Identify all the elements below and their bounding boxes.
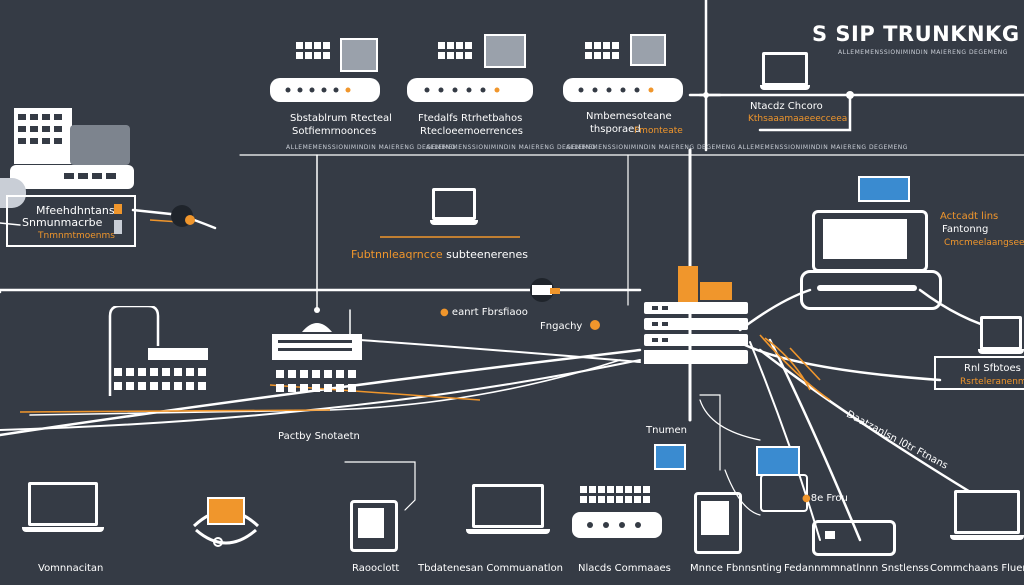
rnl-label-box	[934, 356, 1024, 390]
switch-icon	[624, 302, 748, 366]
top2-label-line2: Rtecloeemoerrences	[420, 126, 523, 137]
act-label-orange-text: Actcadt lins	[940, 211, 999, 222]
camera-icon	[70, 125, 130, 165]
fngachy-label: Fngachy	[540, 321, 583, 332]
tnumen-label: Tnumen	[646, 425, 688, 436]
fax-icon	[756, 446, 800, 476]
left1-label-line1: Mfeehdhntans	[36, 204, 115, 217]
tablet-icon	[694, 492, 742, 554]
act-label-line2: Fantonng	[942, 224, 989, 235]
left1-label-orange: Tnmnmtmoenms	[38, 231, 115, 241]
switch-panel	[700, 282, 732, 300]
dfrou-label: ●8e Frou	[802, 492, 848, 505]
top1-tiny: ALLEMEMENSSIONIMINDIN MAIERENG DEGEMENG	[286, 144, 456, 151]
phone-icon	[630, 34, 666, 66]
mid-label-orange: Fubtnnleaqrncce subteenerenes	[351, 248, 528, 261]
act-label-line1: Actcadt lins	[940, 210, 998, 223]
top3-label-line2: thsporaed	[590, 124, 641, 135]
phone-icon	[112, 200, 126, 238]
headset-icon	[168, 202, 196, 230]
phone-icon	[484, 34, 526, 68]
title-subtext: ALLEMEMENSSIONIMINDIN MAIERENG DEGEMENG	[838, 49, 1008, 56]
building-icon	[272, 310, 368, 406]
mid-label-white-text: subteenerenes	[446, 248, 528, 261]
printer-base	[800, 270, 942, 310]
phone-icon	[186, 486, 266, 552]
tablet-icon	[350, 500, 398, 552]
printer-icon	[812, 210, 928, 272]
router-icon	[522, 276, 562, 304]
bottom-label-3: Tbdatenesan Commuanatlon	[418, 563, 564, 574]
act-label-orange: Cmcmeelaangsee	[944, 238, 1024, 248]
fax-tray-icon	[760, 474, 808, 512]
router-icon	[563, 78, 683, 102]
top1-label-line2: Sotfiemrnoonces	[292, 126, 377, 137]
diagram-title: S SIP TRUNKNKG	[812, 22, 1020, 46]
server-rack-icon	[296, 40, 344, 68]
bottom-label-7: Commchaans Fluens	[930, 563, 1024, 574]
server-rack-icon	[585, 40, 633, 68]
laptop-icon	[430, 188, 478, 228]
switch-antenna	[678, 266, 698, 306]
bottom-label-5: Mnnce Fbnnsnting	[690, 563, 782, 574]
monitor-icon	[654, 444, 686, 470]
top1-label-line1: Sbstablrum Rtecteal	[290, 113, 392, 124]
bottom-label-2: Raooclott	[352, 563, 400, 574]
rnl-label-orange: Rsrteleranenmes	[960, 377, 1024, 387]
bottom-label-4: Nlacds Commaaes	[578, 563, 671, 574]
cent-label-text: eanrt Fbrsfiaoo	[451, 307, 528, 318]
cent-dot: ●	[440, 307, 449, 318]
fax-icon	[858, 176, 910, 202]
nc-tiny: ALLEMEMENSSIONIMINDIN MAIERENG DEGEMENG	[738, 144, 908, 151]
top2-label-line1: Ftedalfs Rtrhetbahos	[418, 113, 523, 124]
laptop-icon	[760, 52, 810, 94]
router-icon	[270, 78, 380, 102]
dfrou-text: 8e Frou	[810, 493, 848, 504]
router-icon	[572, 512, 662, 538]
bottom-label-6: Fedannmmnatlnnn Snstlenss	[784, 563, 929, 574]
pactly-label: Pactby Snotaetn	[278, 431, 360, 442]
bottom-label-1: Vomnnacitan	[38, 563, 104, 574]
laptop-icon	[22, 482, 104, 532]
nc-label-line1: Ntacdz Chcoro	[750, 101, 823, 112]
dfrou-dot: ●	[802, 493, 811, 504]
top3-tiny: ALLEMEMENSSIONIMINDIN MAIERENG DEGEMENG	[566, 144, 736, 151]
laptop-icon	[466, 484, 550, 534]
status-dot-icon	[590, 320, 600, 330]
laptop-icon	[978, 316, 1024, 356]
phone-icon	[0, 178, 26, 208]
cent-label: ● eanrt Fbrsfiaoo	[440, 306, 528, 319]
switch-icon	[812, 520, 896, 556]
left1-label-line2: Snmunmacrbe	[22, 216, 103, 229]
server-rack-icon	[438, 40, 486, 68]
left-label-box	[6, 195, 136, 247]
switch-icon	[10, 165, 134, 189]
phone-icon	[340, 38, 378, 72]
building-icon	[108, 304, 212, 406]
rnl-label: Rnl Sfbtoes	[964, 363, 1021, 374]
mid-label-orange-text: Fubtnnleaqrncce	[351, 248, 443, 261]
top3-label-orange: Fmonteate	[634, 126, 683, 136]
nc-label-line2: Kthsaaamaaeeecceea	[748, 114, 848, 124]
server-rack-icon	[578, 484, 658, 506]
router-icon	[407, 78, 533, 102]
top3-label-line1: Nmbemesoteane	[586, 111, 672, 122]
laptop-icon	[950, 490, 1024, 540]
top2-tiny: ALLEMEMENSSIONIMINDIN MAIERENG DEGEMENG	[426, 144, 596, 151]
building-icon	[14, 108, 78, 164]
